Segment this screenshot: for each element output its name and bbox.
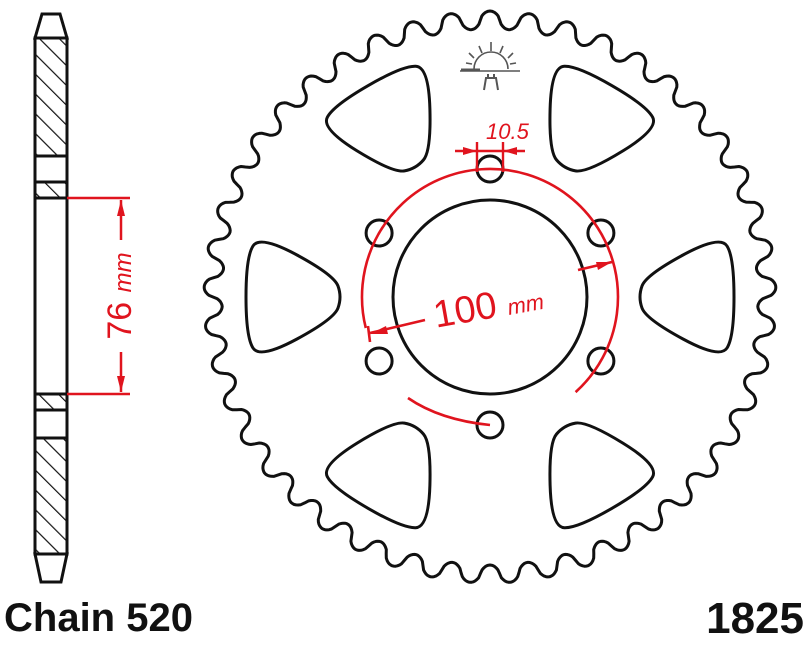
sprocket-front-view: 100 mm 10.5	[202, 9, 778, 584]
side-top-cap	[33, 12, 69, 40]
bolt-hole	[364, 346, 394, 376]
center-bore	[391, 198, 589, 396]
side-upper-hatch	[33, 36, 69, 158]
bolt-circle-dimension: 100 mm	[360, 167, 620, 427]
side-bore-section	[33, 196, 69, 396]
center-bore-dimension: 76 mm	[67, 196, 139, 396]
bolt-hole-dimension: 10.5	[455, 119, 530, 172]
lightening-hole	[324, 421, 432, 530]
side-lower-hatch	[33, 436, 69, 556]
bolt-hole-label: 10.5	[486, 119, 530, 144]
lightening-hole	[548, 64, 656, 173]
chain-label: Chain 520	[4, 596, 193, 640]
side-bottom-cap	[33, 552, 69, 584]
lightening-hole	[324, 64, 432, 173]
part-number: 1825	[706, 594, 804, 643]
lightening-hole	[638, 240, 736, 354]
side-profile: 76 mm	[33, 12, 139, 584]
lightening-hole	[244, 240, 342, 354]
center-bore-label: 76 mm	[101, 252, 139, 339]
lightening-hole	[548, 421, 656, 530]
sunrise-logo-icon	[460, 42, 520, 91]
